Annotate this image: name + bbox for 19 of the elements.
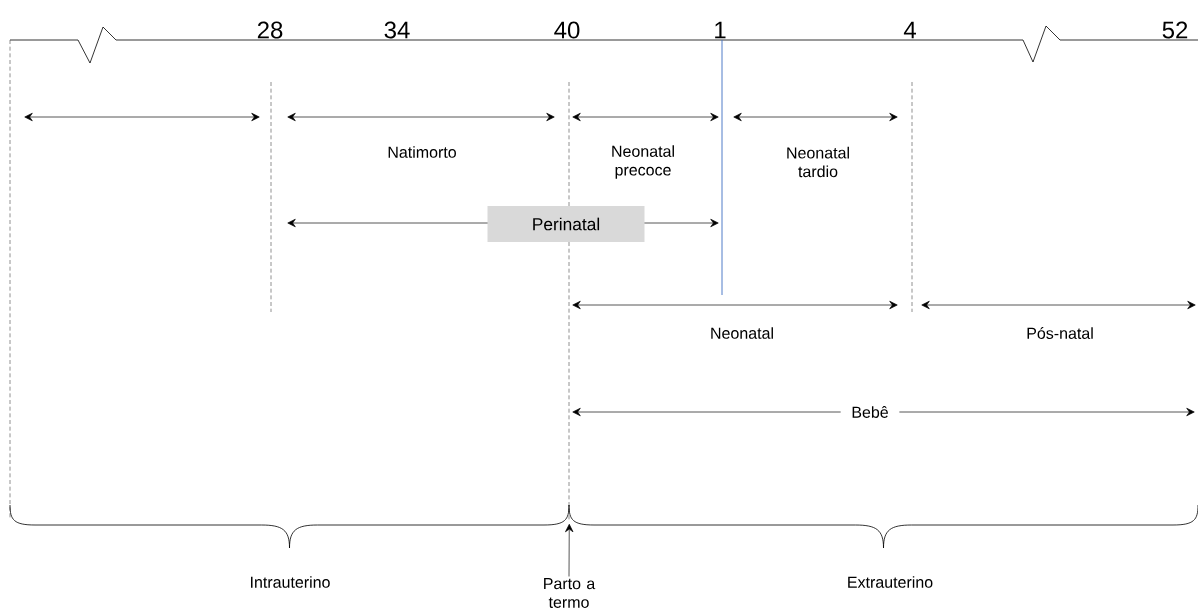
week-number: 52 (1162, 21, 1188, 39)
event-label: Parto a termo (544, 578, 596, 608)
week-number: 40 (554, 21, 580, 39)
period-label: Neonatal (711, 327, 773, 339)
period-label: Neonatal tardio (787, 146, 849, 178)
week-number: 28 (257, 21, 283, 39)
week-number: 4 (903, 21, 916, 39)
period-label: Natimorto (388, 146, 456, 158)
brace (568, 504, 1198, 549)
period-label: Extrauterino (848, 576, 933, 588)
period-label: Bebê (840, 401, 900, 423)
brace (9, 504, 570, 549)
period-label: Pós-natal (1027, 327, 1093, 339)
week-number: 1 (715, 21, 726, 39)
label-box: Perinatal (487, 206, 645, 242)
period-label: Intrauterino (251, 576, 330, 588)
week-number: 34 (384, 21, 410, 39)
arrow (565, 523, 574, 577)
period-label: Neonatal precoce (612, 145, 674, 179)
